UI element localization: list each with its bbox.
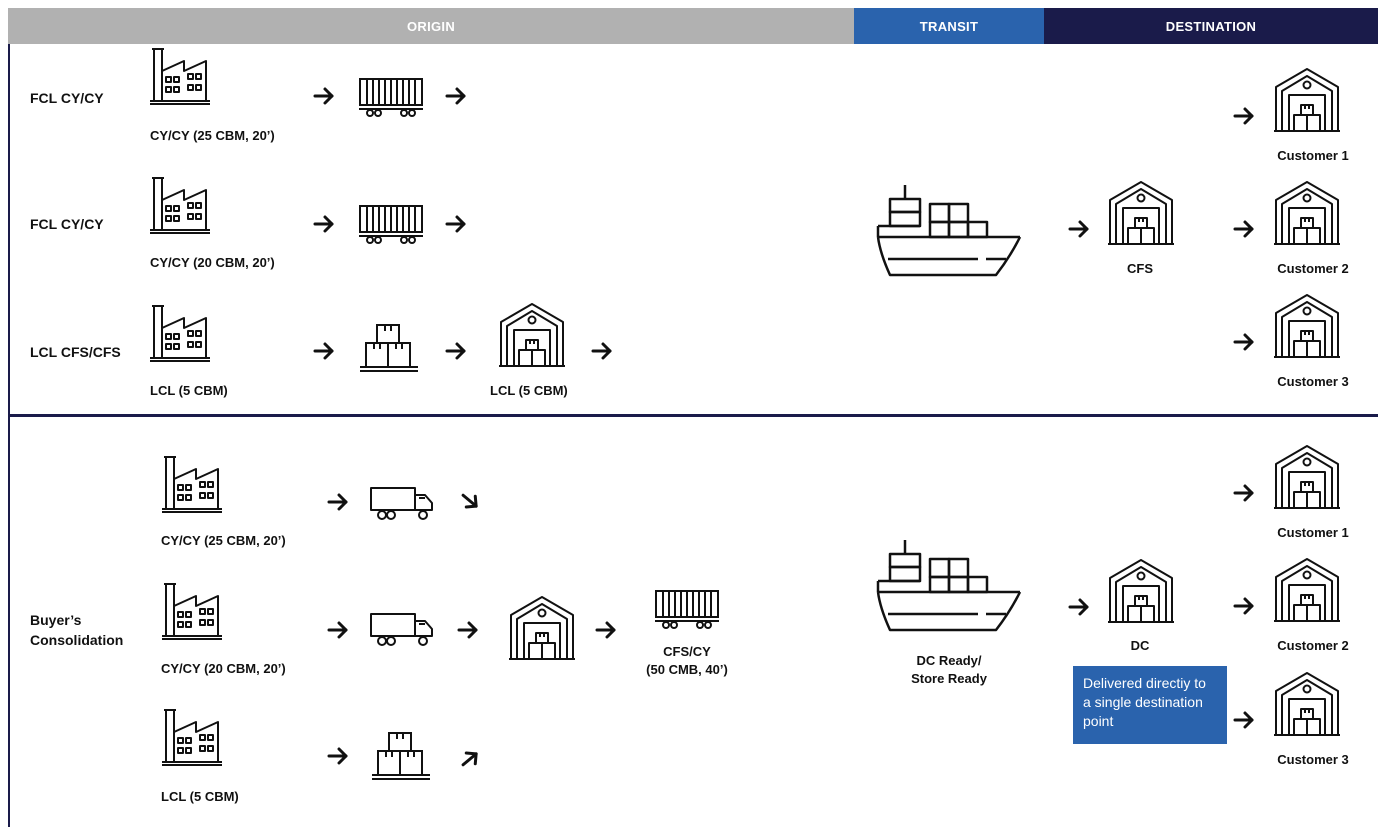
arrow-icon: [445, 340, 467, 362]
factory-caption: CY/CY (20 CBM, 20’): [150, 255, 275, 270]
warehouse-icon: [1108, 558, 1174, 624]
customer-caption: Customer 1: [1277, 148, 1349, 163]
row-label-lcl: LCL CFS/CFS: [30, 344, 121, 360]
ship-caption: DC Ready/: [916, 653, 982, 668]
ship-icon: [874, 183, 1022, 279]
arrow-icon: [327, 745, 349, 767]
truck-icon: [370, 611, 434, 647]
warehouse-icon: [499, 302, 565, 368]
factory-icon: [162, 582, 222, 640]
warehouse-icon: [1274, 557, 1340, 623]
truck-icon: [370, 485, 434, 521]
container-icon: [655, 589, 719, 629]
arrow-icon: [595, 619, 617, 641]
origin-header: ORIGIN: [8, 8, 854, 44]
arrow-icon: [445, 85, 467, 107]
container-icon: [359, 77, 423, 117]
dc-caption: DC: [1130, 638, 1150, 653]
arrow-icon: [455, 744, 486, 775]
factory-icon: [150, 304, 210, 362]
left-border: [8, 417, 10, 827]
section-divider: [8, 414, 1378, 417]
container-icon: [359, 204, 423, 244]
factory-caption: LCL (5 CBM): [150, 383, 228, 398]
arrow-icon: [313, 85, 335, 107]
arrow-icon: [313, 213, 335, 235]
row-label-fcl: FCL CY/CY: [30, 90, 104, 106]
warehouse-caption: LCL (5 CBM): [490, 383, 568, 398]
transit-header: TRANSIT: [854, 8, 1044, 44]
arrow-icon: [1233, 482, 1255, 504]
container-caption: CFS/CY: [663, 644, 711, 659]
warehouse-icon: [1274, 671, 1340, 737]
arrow-icon: [1233, 595, 1255, 617]
arrow-icon: [1068, 218, 1090, 240]
arrow-icon: [1068, 596, 1090, 618]
row-label-consolidation: Consolidation: [30, 632, 124, 648]
arrow-icon: [445, 213, 467, 235]
arrow-icon: [1233, 218, 1255, 240]
factory-caption: LCL (5 CBM): [161, 789, 239, 804]
arrow-icon: [313, 340, 335, 362]
customer-caption: Customer 2: [1277, 638, 1349, 653]
customer-caption: Customer 2: [1277, 261, 1349, 276]
warehouse-icon: [1274, 444, 1340, 510]
container-caption-volume: (50 CMB, 40’): [646, 662, 728, 677]
arrow-icon: [327, 491, 349, 513]
warehouse-icon: [1108, 180, 1174, 246]
factory-icon: [162, 455, 222, 513]
warehouse-icon: [509, 595, 575, 661]
arrow-icon: [457, 619, 479, 641]
arrow-icon: [1233, 331, 1255, 353]
factory-caption: CY/CY (20 CBM, 20’): [161, 661, 286, 676]
row-label-buyers: Buyer’s: [30, 612, 82, 628]
factory-icon: [150, 176, 210, 234]
factory-caption: CY/CY (25 CBM, 20’): [150, 128, 275, 143]
left-border: [8, 44, 10, 414]
warehouse-icon: [1274, 180, 1340, 246]
warehouse-icon: [1274, 67, 1340, 133]
cfs-caption: CFS: [1127, 261, 1153, 276]
arrow-icon: [455, 486, 486, 517]
ship-caption-line2: Store Ready: [911, 671, 987, 686]
destination-header: DESTINATION: [1044, 8, 1378, 44]
arrow-icon: [1233, 105, 1255, 127]
factory-icon: [150, 47, 210, 105]
arrow-icon: [327, 619, 349, 641]
factory-caption: CY/CY (25 CBM, 20’): [161, 533, 286, 548]
boxes-icon: [358, 323, 422, 375]
ship-icon: [874, 538, 1022, 634]
factory-icon: [162, 708, 222, 766]
warehouse-icon: [1274, 293, 1340, 359]
arrow-icon: [591, 340, 613, 362]
row-label-fcl: FCL CY/CY: [30, 216, 104, 232]
arrow-icon: [1233, 709, 1255, 731]
customer-caption: Customer 3: [1277, 752, 1349, 767]
customer-caption: Customer 3: [1277, 374, 1349, 389]
boxes-icon: [370, 731, 434, 783]
customer-caption: Customer 1: [1277, 525, 1349, 540]
delivery-note: Delivered directiy to a single destinati…: [1073, 666, 1227, 744]
